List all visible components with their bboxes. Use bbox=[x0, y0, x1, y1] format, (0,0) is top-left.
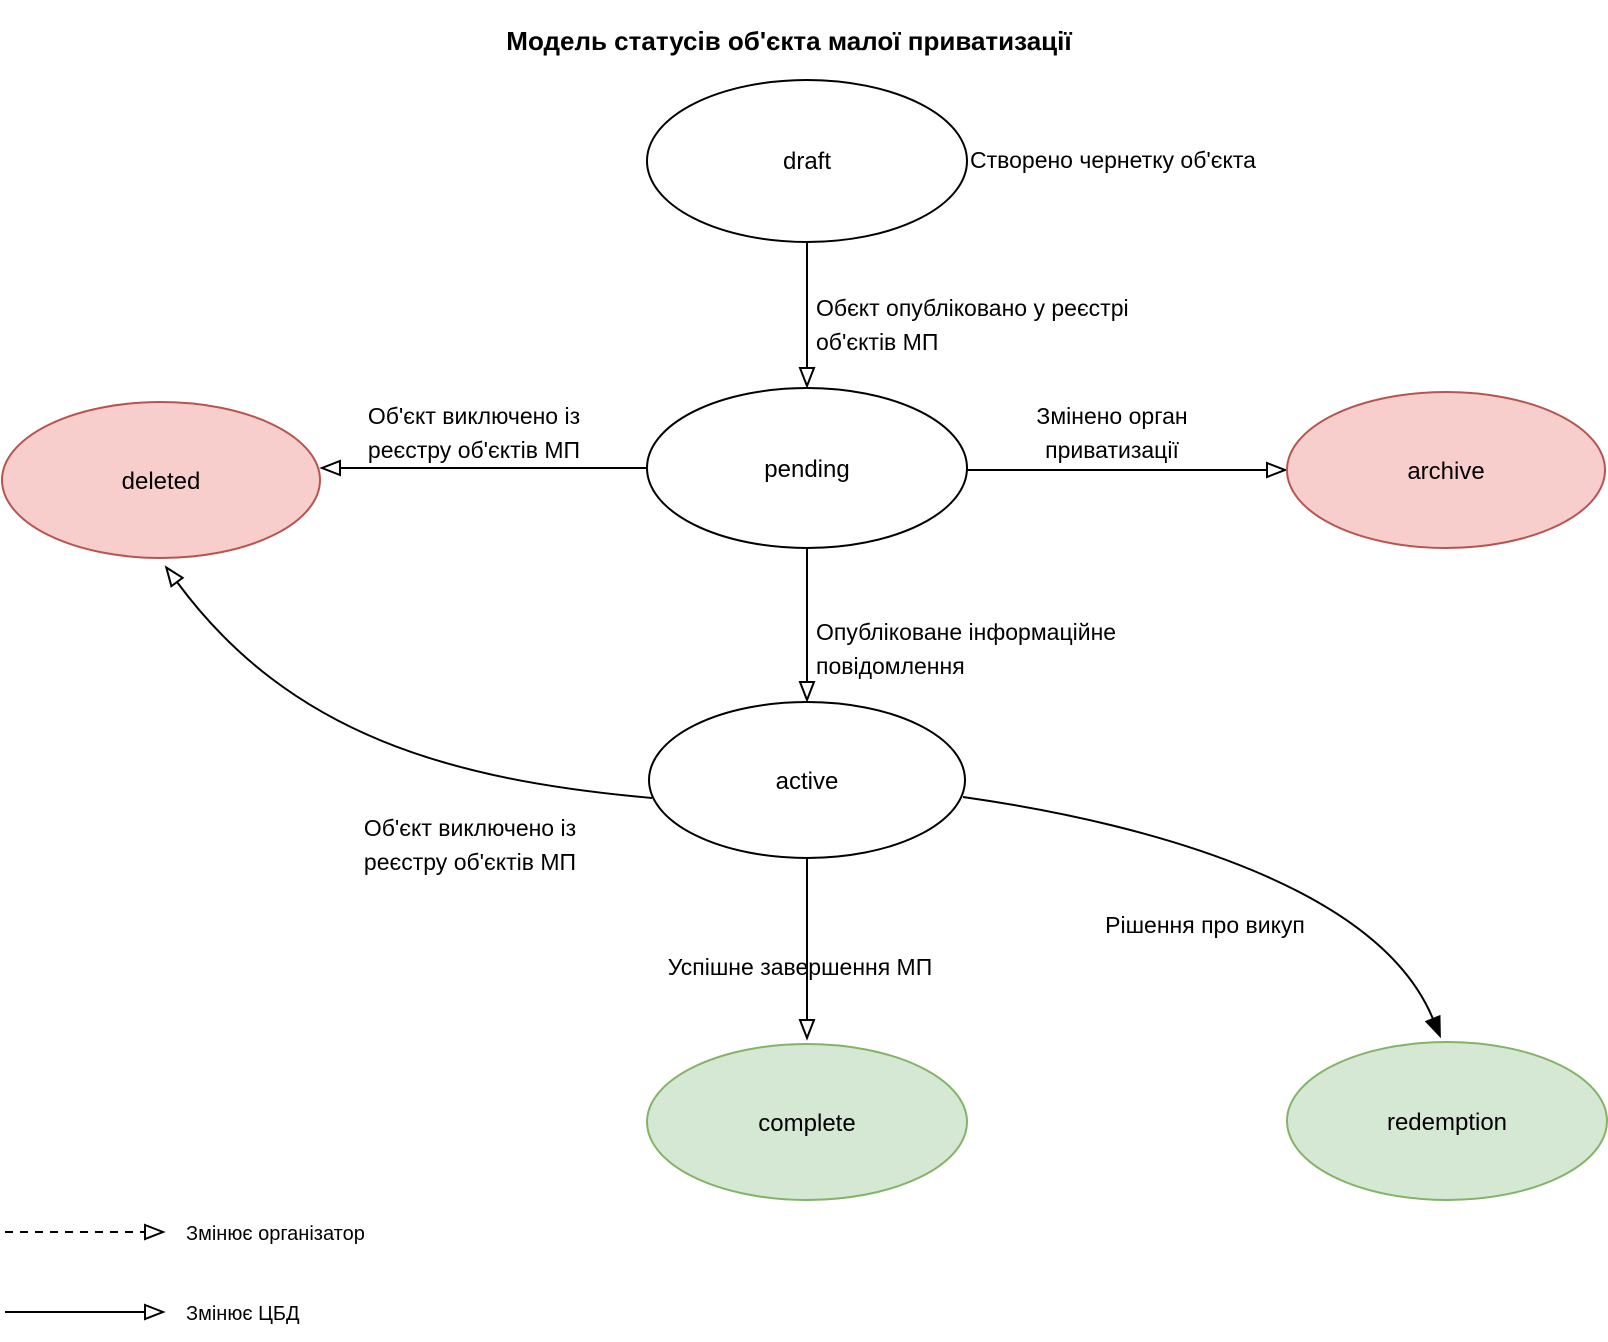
active-label: active bbox=[776, 768, 839, 795]
edge-active-to-redemption bbox=[962, 796, 1441, 1039]
edge-pending-to-active-label-line2: повідомлення bbox=[816, 653, 965, 679]
legend-item-organizer: Змінює організатор bbox=[5, 1223, 365, 1245]
edge-active-to-deleted bbox=[164, 565, 653, 799]
legend: Змінює організатор Змінює ЦБД bbox=[5, 1223, 365, 1325]
legend-cdb-label: Змінює ЦБД bbox=[186, 1303, 300, 1325]
archive-label: archive bbox=[1407, 458, 1484, 485]
edge-draft-to-pending-label-line2: об'єктів МП bbox=[816, 329, 938, 355]
edge-pending-to-deleted-label-line2: реєстру об'єктів МП bbox=[368, 437, 580, 463]
legend-item-cdb: Змінює ЦБД bbox=[5, 1303, 300, 1325]
edge-labels: Обєкт опубліковано у реєстрі об'єктів МП… bbox=[364, 295, 1305, 980]
edge-active-to-deleted-label-line2: реєстру об'єктів МП bbox=[364, 849, 576, 875]
complete-ellipse bbox=[646, 1043, 968, 1201]
node-pending: pending bbox=[646, 387, 968, 549]
edge-active-to-deleted-label-line1: Об'єкт виключено із bbox=[364, 815, 576, 841]
edge-pending-to-archive-label-line2: приватизації bbox=[1045, 437, 1179, 463]
complete-label: complete bbox=[758, 1110, 855, 1137]
node-archive: archive bbox=[1286, 391, 1606, 549]
legend-organizer-label: Змінює організатор bbox=[186, 1223, 365, 1245]
redemption-ellipse bbox=[1286, 1041, 1608, 1201]
edge-pending-to-archive-label-line1: Змінено орган bbox=[1036, 403, 1187, 429]
draft-ellipse bbox=[646, 79, 968, 243]
pending-ellipse bbox=[646, 387, 968, 549]
draft-note: Створено чернетку об'єкта bbox=[970, 147, 1256, 173]
deleted-ellipse bbox=[1, 401, 321, 559]
edge-draft-to-pending-label-line1: Обєкт опубліковано у реєстрі bbox=[816, 295, 1129, 321]
node-complete: complete bbox=[646, 1043, 968, 1201]
node-redemption: redemption bbox=[1286, 1041, 1608, 1201]
diagram-title: Модель статусів об'єкта малої приватизац… bbox=[506, 26, 1072, 56]
edge-active-to-complete-label: Успішне завершення МП bbox=[668, 954, 933, 980]
active-ellipse bbox=[648, 701, 966, 859]
node-draft: draft bbox=[646, 79, 968, 243]
redemption-label: redemption bbox=[1387, 1109, 1507, 1136]
deleted-label: deleted bbox=[122, 468, 201, 495]
edge-active-to-redemption-label: Рішення про викуп bbox=[1105, 912, 1305, 938]
node-active: active bbox=[648, 701, 966, 859]
draft-label: draft bbox=[783, 148, 831, 175]
edge-pending-to-deleted-label-line1: Об'єкт виключено із bbox=[368, 403, 580, 429]
edges bbox=[164, 243, 1441, 1041]
edge-pending-to-active-label-line1: Опубліковане інформаційне bbox=[816, 619, 1116, 645]
node-deleted: deleted bbox=[1, 401, 321, 559]
pending-label: pending bbox=[764, 456, 849, 483]
archive-ellipse bbox=[1286, 391, 1606, 549]
